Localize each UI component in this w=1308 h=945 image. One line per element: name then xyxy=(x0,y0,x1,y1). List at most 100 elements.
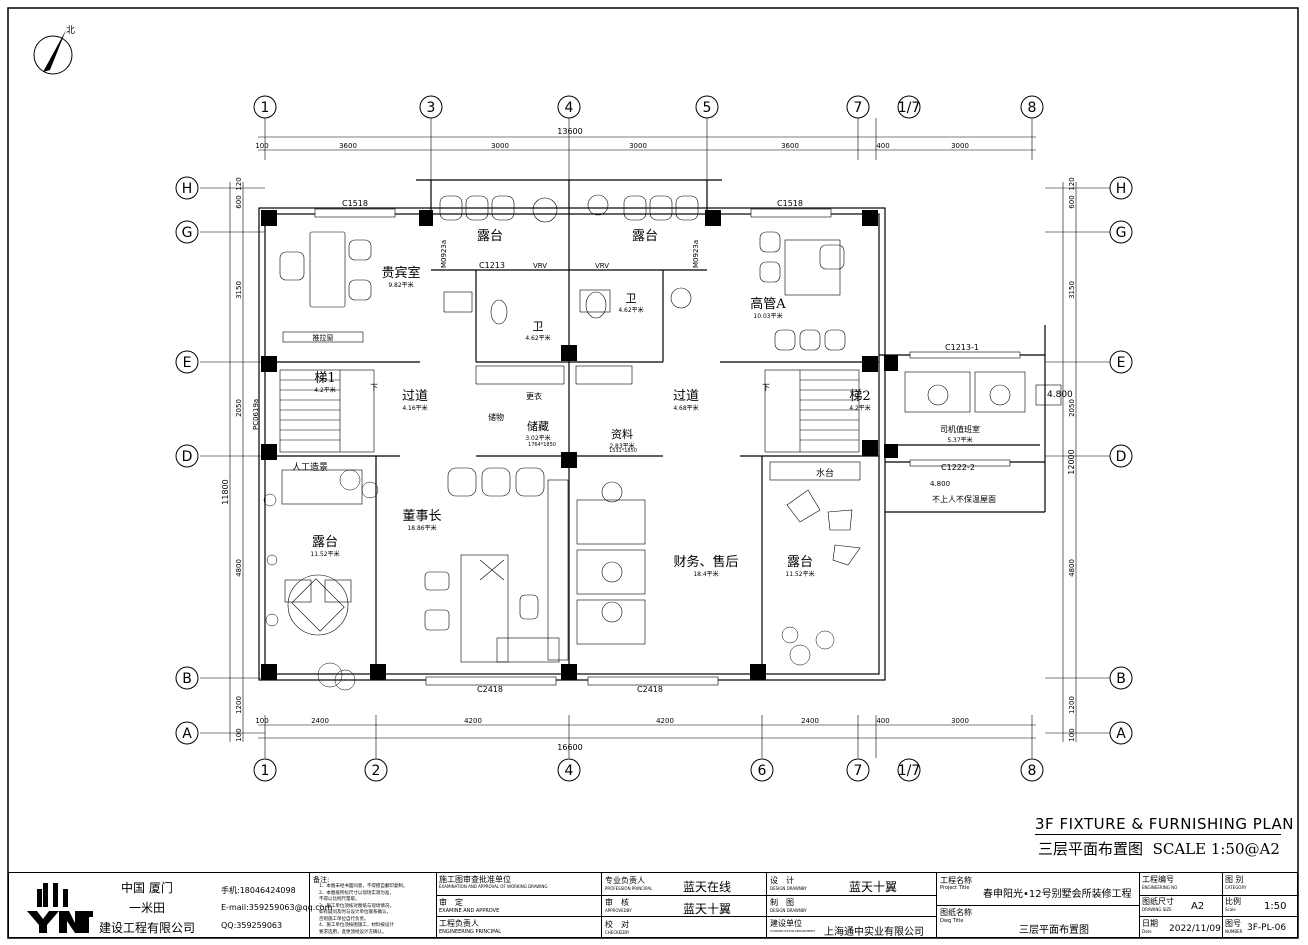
dim-bottom-seg: 3000 xyxy=(951,717,969,725)
company-name-2: 建设工程有限公司 xyxy=(99,921,196,935)
north-label: 北 xyxy=(66,25,75,36)
grid-bubble-left-label: E xyxy=(183,355,192,371)
dim-top-total: 13600 xyxy=(557,127,582,136)
dim-left-seg: 120 xyxy=(235,177,243,190)
grid-bubble-top: 4 xyxy=(557,95,581,119)
zhuanye-label: 专业负责人 xyxy=(605,876,645,885)
plan-title-rule xyxy=(1035,834,1281,835)
review-unit: 施工图审查批准单位 xyxy=(439,875,511,884)
dwg-value: 三层平面布置图 xyxy=(1019,925,1089,936)
dim-right-seg: 100 xyxy=(1068,728,1076,741)
dim-top-seg: 3000 xyxy=(491,142,509,150)
dim-right-seg: 600 xyxy=(1068,195,1076,208)
vrv-b: VRV xyxy=(595,262,609,270)
room-area: 3.02平米 xyxy=(525,434,550,442)
door-m0923-b: M0923a xyxy=(692,240,700,268)
company-email: E-mail:359259063@qq.com xyxy=(221,903,333,912)
dim-bottom-seg: 100 xyxy=(255,717,268,725)
win-c1518-a: C1518 xyxy=(342,199,368,208)
room-area: 18.4平米 xyxy=(693,570,718,578)
grid-bubble-right: E xyxy=(1109,350,1133,374)
room-name: 梯1 xyxy=(314,371,335,386)
scale-en: Scale xyxy=(1225,907,1236,912)
room-name: 露台 xyxy=(312,535,338,550)
dwg-title-label: 图纸名称 xyxy=(940,908,972,917)
grid-bubble-top: 1/7 xyxy=(897,95,921,119)
dim-left-seg: 600 xyxy=(235,195,243,208)
plants xyxy=(263,469,835,691)
dim-top-seg: 3000 xyxy=(951,142,969,150)
size-value: A2 xyxy=(1191,901,1205,912)
grid-bubble-right-label: E xyxy=(1117,355,1126,371)
scale-value: 1:50 xyxy=(1264,901,1287,912)
win-pc0619: PC0619a xyxy=(252,399,260,430)
grid-bubble-right-label: G xyxy=(1116,225,1127,241)
grid-bubble-bottom-label: 4 xyxy=(565,763,574,779)
jiaodui-label: 校 对 xyxy=(605,920,629,929)
cat-en: CATEGORY xyxy=(1225,885,1247,890)
label-level-b: 4.800 xyxy=(930,480,950,488)
note-line: 4、施工单位须按图施工，材料按设计 xyxy=(319,923,394,928)
grid-bubble-bottom: 6 xyxy=(750,758,774,782)
dim-left-seg: 1200 xyxy=(235,696,243,714)
dim-bottom-seg: 400 xyxy=(876,717,889,725)
title-block: 中国 厦门 一米田 建设工程有限公司 手机:18046424098 E-mail… xyxy=(8,872,1299,938)
grid-bubble-left-label: G xyxy=(182,225,193,241)
jianshe-label: 建设单位 xyxy=(770,919,802,928)
room-labels: 贵宾室9.82平米露台露台高管A10.03平米卫4.62平米卫4.62平米梯14… xyxy=(310,229,980,578)
windows xyxy=(314,208,1021,686)
dim-bottom-seg: 2400 xyxy=(801,717,819,725)
grid-bubble-bottom: 4 xyxy=(557,758,581,782)
label-down-b: 下 xyxy=(762,383,770,392)
proj-title-en: Project Title xyxy=(940,885,970,891)
dim-left-seg: 100 xyxy=(235,728,243,741)
room-area: 4.2平米 xyxy=(314,386,336,394)
proj-title-label: 工程名称 xyxy=(940,876,972,885)
grid-bubble-top-label: 3 xyxy=(427,100,436,116)
dim-bottom-total: 16600 xyxy=(557,743,582,752)
grid-bubble-bottom-label: 7 xyxy=(854,763,863,779)
room-area: 4.68平米 xyxy=(673,404,698,412)
grid-bubble-right-label: B xyxy=(1116,671,1126,687)
room-name: 贵宾室 xyxy=(381,265,420,281)
room-area: 4.62平米 xyxy=(525,334,550,342)
grid-bubble-bottom: 7 xyxy=(846,758,870,782)
label-no-go: 不上人不保温屋面 xyxy=(932,494,996,504)
north-arrow: 北 xyxy=(33,25,75,75)
tb-divider xyxy=(309,873,310,937)
company-logo xyxy=(25,879,93,933)
dim-right-seg: 2050 xyxy=(1068,399,1076,417)
tb-divider xyxy=(436,873,437,937)
dim-right-total: 12000 xyxy=(1067,449,1076,474)
grid-bubble-left: B xyxy=(175,666,199,690)
label-level-a: 4.800 xyxy=(1047,390,1073,400)
zhuanye-value: 蓝天在线 xyxy=(683,880,732,894)
grid-bubble-right-label: A xyxy=(1116,726,1126,742)
room-name: 梯2 xyxy=(849,389,870,404)
review-unit-en: EXAMINATION AND APPROVAL OF WORKING DRAW… xyxy=(439,884,548,889)
sheji-label: 设 计 xyxy=(770,876,794,885)
grid-bubble-bottom: 8 xyxy=(1020,758,1044,782)
grid-bubble-top-label: 7 xyxy=(854,100,863,116)
label-rengong: 人工造景 xyxy=(292,461,328,473)
room-name: 资料 xyxy=(611,427,633,441)
plan-title-cn: 三层平面布置图 SCALE 1:50@A2 xyxy=(1038,838,1280,859)
label-down-a: 下 xyxy=(370,383,378,392)
label-size-a: 1764*1850 xyxy=(528,442,556,448)
jiaodui-en: CHECKEDBY xyxy=(605,930,630,935)
grid-bubble-left: G xyxy=(175,220,199,244)
dim-right-seg: 4800 xyxy=(1068,559,1076,577)
grid-bubble-top-label: 1/7 xyxy=(898,100,921,116)
furniture xyxy=(279,194,1062,663)
grid-bubble-top: 3 xyxy=(419,95,443,119)
tb-divider xyxy=(601,873,602,937)
proj-no-en: ENGINEERING NO xyxy=(1142,885,1178,890)
grid-bubble-left-label: H xyxy=(182,181,193,197)
grid-bubble-right: G xyxy=(1109,220,1133,244)
plan-title-en: 3F FIXTURE & FURNISHING PLAN xyxy=(1035,815,1295,833)
jianshe-value: 上海通中实业有限公司 xyxy=(824,927,924,938)
